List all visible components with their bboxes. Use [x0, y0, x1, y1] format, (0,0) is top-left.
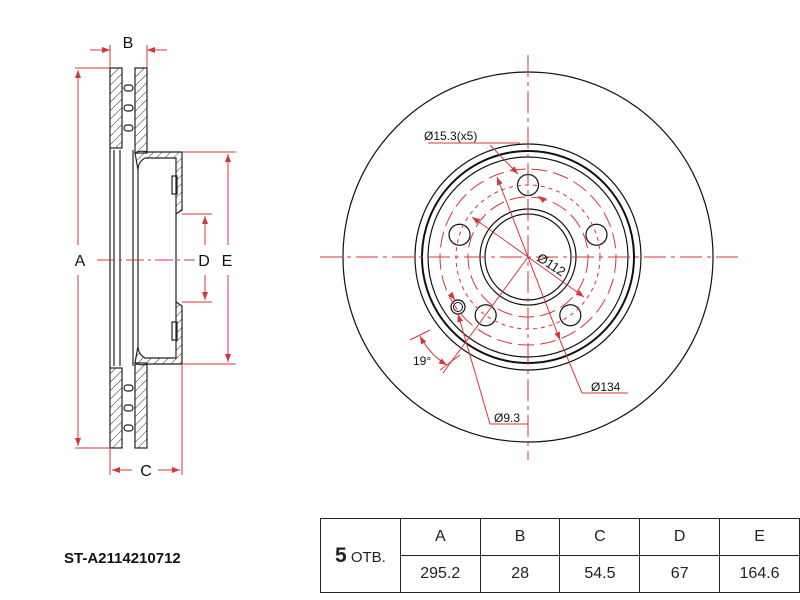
- value-b: 28: [479, 555, 561, 593]
- dim-label-e: E: [222, 253, 233, 270]
- dim-label-b: B: [123, 35, 134, 52]
- angle-label: 19°: [413, 354, 431, 368]
- header-c: C: [559, 518, 641, 556]
- bolt-hole-label: Ø15.3(x5): [424, 129, 477, 143]
- bolt-hole: [585, 223, 608, 246]
- front-dimensions: [320, 55, 740, 460]
- table-header-row: 5 ОТВ. A B C D E: [320, 518, 800, 593]
- pin-hole-label: Ø9.3: [494, 411, 520, 425]
- bolt-hole: [474, 304, 497, 327]
- header-a: A: [399, 518, 481, 556]
- value-d: 67: [639, 555, 721, 593]
- value-e: 164.6: [719, 555, 800, 593]
- product-code: ST-A2114210712: [64, 550, 181, 567]
- dim-label-d: D: [198, 253, 210, 270]
- spec-table: 5 ОТВ. A B C D E 295.2 28 54.5 67 164.6: [320, 518, 800, 593]
- value-a: 295.2: [399, 555, 481, 593]
- header-e: E: [719, 518, 800, 556]
- bolt-holes-cell: 5 ОТВ.: [320, 518, 401, 593]
- bolt-hole: [448, 223, 471, 246]
- header-d: D: [639, 518, 721, 556]
- holes-number: 5: [334, 543, 347, 567]
- dim-label-c: C: [140, 463, 152, 480]
- header-b: B: [479, 518, 561, 556]
- holes-unit: ОТВ.: [350, 548, 386, 566]
- dim-label-a: A: [75, 253, 86, 270]
- table-value-row: 295.2 28 54.5 67 164.6: [321, 555, 800, 593]
- value-c: 54.5: [559, 555, 641, 593]
- outer-ring-label: Ø134: [591, 380, 621, 394]
- pcd-label: Ø112: [534, 250, 568, 279]
- side-section-view: [109, 67, 183, 449]
- side-dimensions: [75, 45, 236, 475]
